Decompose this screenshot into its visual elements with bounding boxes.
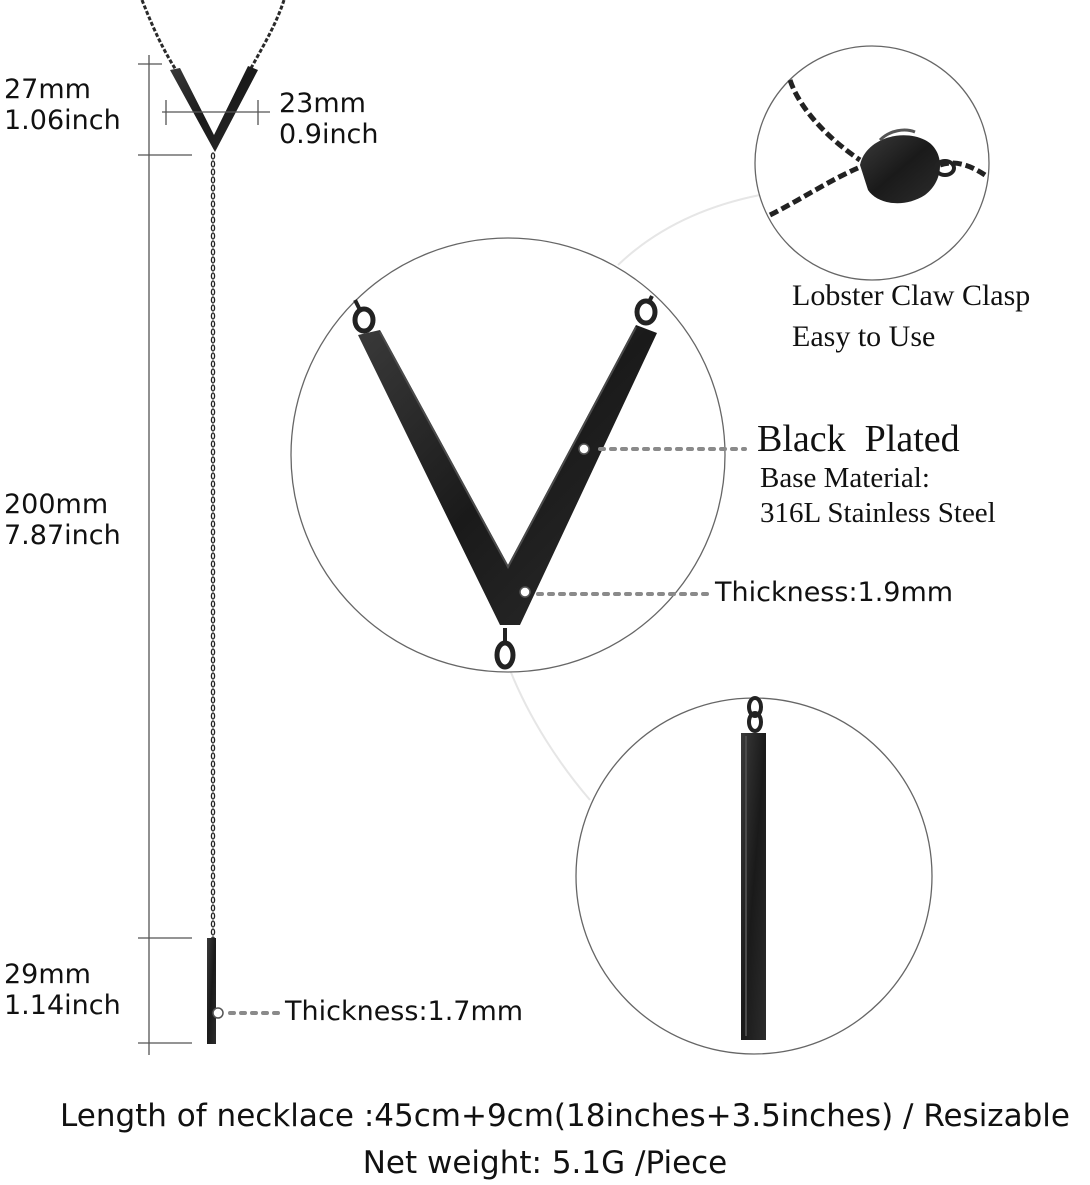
bar-pendant-small <box>207 938 216 1044</box>
v-height-label: 27mm 1.06inch <box>4 74 121 136</box>
connector-arc-top <box>617 194 761 266</box>
dimension-guides <box>138 55 270 1055</box>
material-caption-2: 316L Stainless Steel <box>760 497 996 529</box>
drop-length-inch: 7.87inch <box>4 520 121 551</box>
v-width-inch: 0.9inch <box>279 119 379 150</box>
drop-length-mm: 200mm <box>4 489 109 520</box>
bar-pendant-large <box>741 733 766 1040</box>
material-caption-1: Base Material: <box>760 462 930 494</box>
bar-length-mm: 29mm <box>4 959 91 990</box>
clasp-caption-2: Easy to Use <box>792 320 936 353</box>
v-pendant-small <box>170 66 258 152</box>
plating-caption: Black Plated <box>757 418 960 460</box>
v-height-mm: 27mm <box>4 74 91 105</box>
bar-length-label: 29mm 1.14inch <box>4 959 121 1021</box>
necklace-length-text: Length of necklace :45cm+9cm(18inches+3.… <box>60 1098 1070 1134</box>
plating-pointer <box>578 443 747 455</box>
v-width-mm: 23mm <box>279 88 366 119</box>
neck-chain-right <box>248 0 286 71</box>
bar-pendant-zoom <box>575 696 933 1055</box>
clasp-caption-1: Lobster Claw Clasp <box>792 279 1031 312</box>
bar-length-inch: 1.14inch <box>4 990 121 1021</box>
v-height-inch: 1.06inch <box>4 105 121 136</box>
v-thickness-text: Thickness:1.9mm <box>715 577 954 608</box>
neck-chain-left <box>140 0 178 71</box>
bar-thickness-text: Thickness:1.7mm <box>285 996 524 1027</box>
v-thickness-pointer <box>519 586 710 598</box>
v-width-label: 23mm 0.9inch <box>279 88 379 150</box>
clasp-detail <box>754 45 990 281</box>
net-weight-text: Net weight: 5.1G /Piece <box>362 1145 728 1181</box>
lobster-clasp-icon <box>860 135 940 204</box>
v-pendant-zoom <box>290 237 726 673</box>
connector-arc-bottom <box>509 669 591 801</box>
drop-chain <box>210 152 216 940</box>
bar-thickness-pointer <box>212 1007 282 1019</box>
necklace-full-view <box>140 0 286 1044</box>
drop-length-label: 200mm 7.87inch <box>4 489 121 551</box>
